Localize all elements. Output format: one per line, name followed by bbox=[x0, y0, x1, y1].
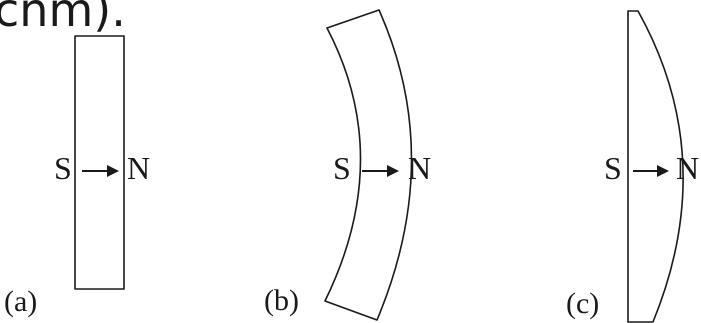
magnetization-arrow-icon bbox=[362, 165, 399, 177]
header-text-fragment: cnm). bbox=[0, 0, 126, 37]
south-pole-label: S bbox=[333, 150, 351, 186]
magnetization-arrow-icon bbox=[633, 165, 669, 177]
south-pole-label: S bbox=[604, 150, 622, 186]
magnetization-arrow-icon bbox=[82, 165, 119, 177]
panel-label: (a) bbox=[4, 285, 37, 318]
straight-wire-shape bbox=[74, 35, 125, 290]
north-pole-label: N bbox=[127, 150, 150, 186]
north-pole-label: N bbox=[408, 150, 431, 186]
panel-label: (c) bbox=[566, 287, 599, 320]
half-bent-wire-shape bbox=[627, 10, 684, 323]
panel-b: S N (b) bbox=[264, 9, 431, 321]
panel-c: S N (c) bbox=[566, 10, 699, 323]
panel-label: (b) bbox=[264, 284, 299, 317]
south-pole-label: S bbox=[54, 150, 72, 186]
curved-wire-shape bbox=[324, 9, 413, 321]
north-pole-label: N bbox=[676, 150, 699, 186]
panel-a: S N (a) bbox=[4, 35, 150, 318]
